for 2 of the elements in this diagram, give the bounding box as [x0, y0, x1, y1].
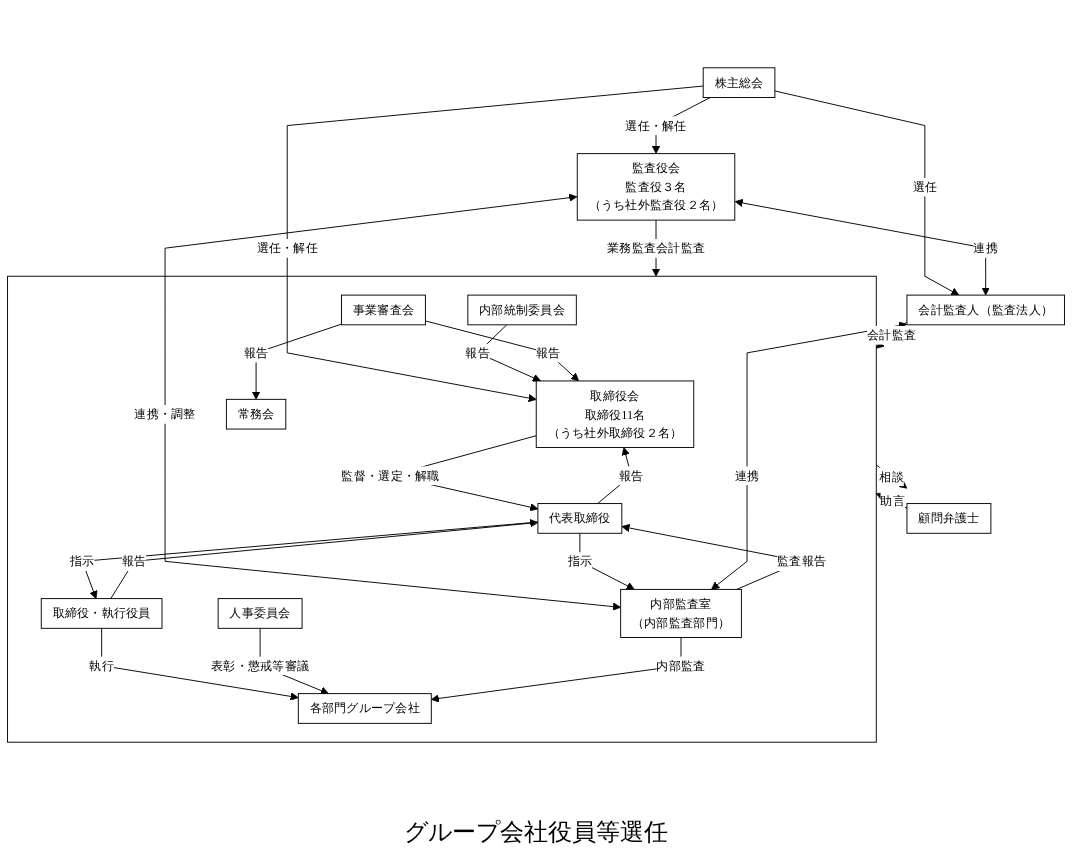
- note-text: グループ会社役員等選任: [404, 818, 668, 846]
- cluster: [7, 275, 877, 743]
